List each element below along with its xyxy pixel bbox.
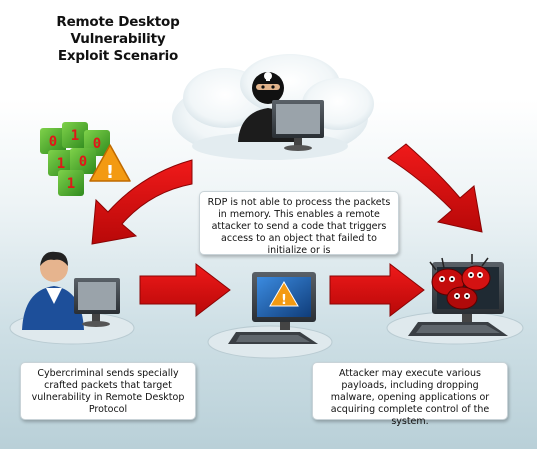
arrow-to-cybercriminal — [91, 159, 193, 245]
arrow-to-infected-computer — [329, 262, 425, 318]
cube-digit: 0 — [79, 154, 87, 170]
malware-bugs-icon — [429, 254, 491, 310]
screen-warning-glyph: ! — [281, 293, 287, 308]
computer-icon: ! — [228, 272, 318, 344]
arrow-to-victim-top — [387, 143, 483, 233]
arrow-to-target-computer — [139, 262, 231, 318]
diagram-title: Remote Desktop Vulnerability Exploit Sce… — [18, 14, 218, 65]
cube-digit: 0 — [93, 136, 101, 152]
cybercriminal-description-box: Cybercriminal sends specially crafted pa… — [20, 362, 196, 420]
rdp-description-box: RDP is not able to process the packets i… — [199, 191, 399, 256]
warning-glyph: ! — [106, 162, 114, 183]
hacker-icon — [238, 72, 324, 151]
cube-digit: 1 — [71, 128, 79, 144]
title-line-2: Exploit Scenario — [57, 48, 179, 64]
attacker-description-box: Attacker may execute various payloads, i… — [312, 362, 508, 427]
cube-digit: 1 — [67, 176, 75, 192]
cube-digit: 1 — [57, 156, 65, 172]
title-line-1: Remote Desktop Vulnerability — [56, 14, 180, 47]
binary-cubes-icon: 0 1 0 1 0 1 — [40, 122, 110, 196]
cube-digit: 0 — [49, 134, 57, 150]
warning-icon: ! — [89, 144, 131, 183]
cybercriminal-icon — [22, 251, 120, 330]
